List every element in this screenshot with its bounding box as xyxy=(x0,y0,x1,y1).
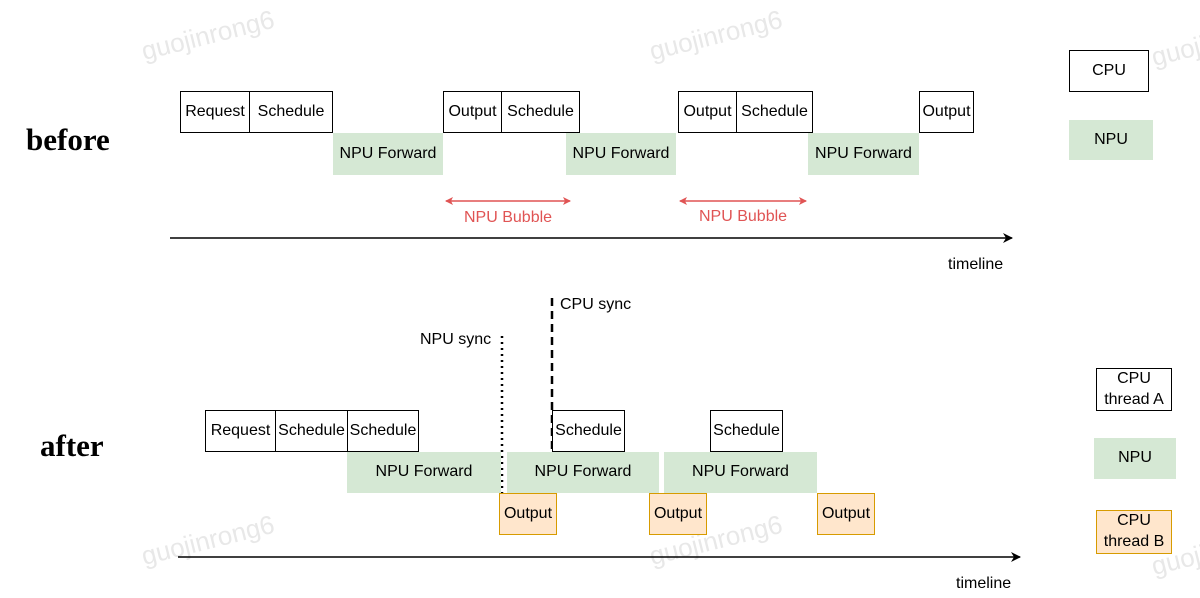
after-title: after xyxy=(40,428,104,463)
cpu-sync-label: CPU sync xyxy=(560,296,632,313)
schedule-box: Schedule xyxy=(501,91,580,133)
npu-forward-box: NPU Forward xyxy=(333,133,443,175)
npu-forward-box: NPU Forward xyxy=(347,452,501,493)
output-box: Output xyxy=(499,493,557,535)
npu-forward-box: NPU Forward xyxy=(664,452,817,493)
after-timeline-label: timeline xyxy=(956,575,1012,592)
output-box: Output xyxy=(919,91,974,133)
npu-forward-box: NPU Forward xyxy=(566,133,676,175)
request-box: Request xyxy=(180,91,250,133)
output-box: Output xyxy=(443,91,502,133)
output-box: Output xyxy=(817,493,875,535)
output-box: Output xyxy=(678,91,737,133)
request-box: Request xyxy=(205,410,276,452)
before-title: before xyxy=(26,122,110,157)
legend-cpu-thread-a: CPU thread A xyxy=(1096,368,1172,411)
npu-forward-box: NPU Forward xyxy=(507,452,659,493)
schedule-box: Schedule xyxy=(552,410,625,452)
before-timeline-label: timeline xyxy=(948,256,1004,273)
legend-cpu: CPU xyxy=(1069,50,1149,92)
npu-sync-label: NPU sync xyxy=(420,331,492,348)
schedule-box: Schedule xyxy=(347,410,419,452)
legend-npu: NPU xyxy=(1069,120,1153,160)
legend-npu: NPU xyxy=(1094,438,1176,479)
legend-cpu-thread-b: CPU thread B xyxy=(1096,510,1172,554)
output-box: Output xyxy=(649,493,707,535)
schedule-box: Schedule xyxy=(275,410,348,452)
npu-bubble-label: NPU Bubble xyxy=(464,209,553,226)
npu-forward-box: NPU Forward xyxy=(808,133,919,175)
schedule-box: Schedule xyxy=(736,91,813,133)
schedule-box: Schedule xyxy=(249,91,333,133)
npu-bubble-label: NPU Bubble xyxy=(699,208,788,225)
schedule-box: Schedule xyxy=(710,410,783,452)
